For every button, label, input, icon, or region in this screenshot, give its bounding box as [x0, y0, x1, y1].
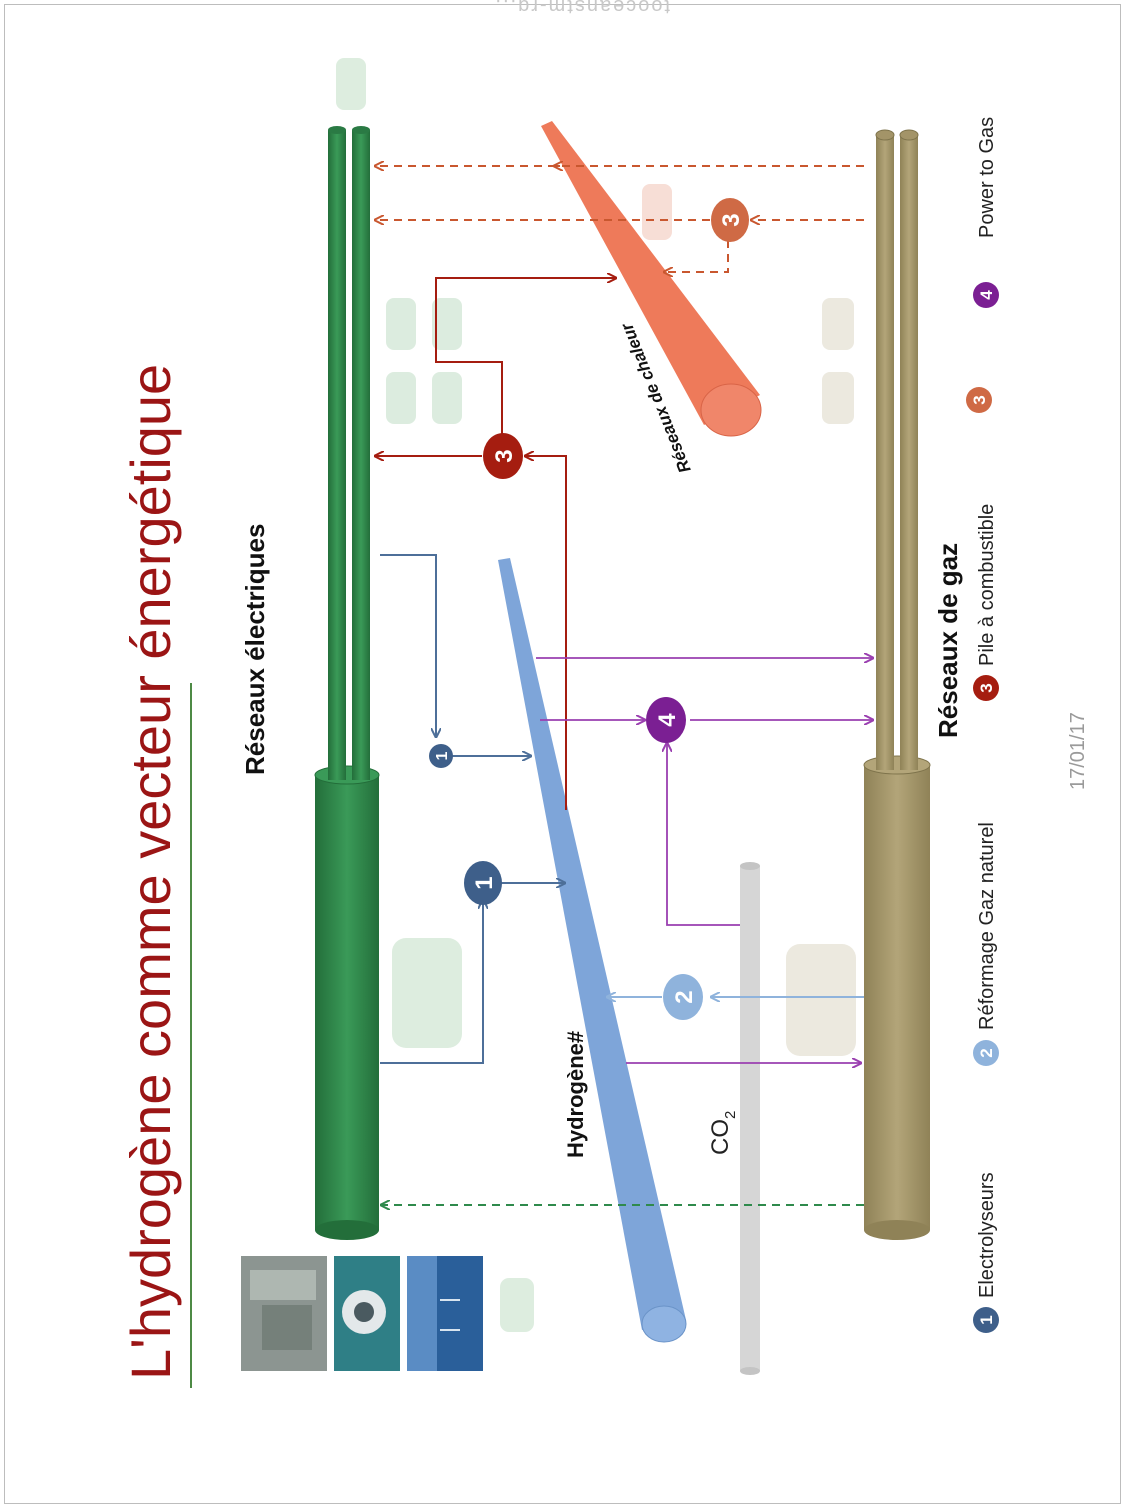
photo-wind-farm: [407, 1256, 483, 1371]
legend-item-heat-fuel-cell: 3: [966, 387, 992, 413]
svg-text:3: 3: [970, 395, 989, 404]
legend-label-fuel-cell: Pile à combustible: [976, 504, 998, 666]
svg-text:3: 3: [718, 213, 745, 226]
legend-item-power-to-gas: 4 Power to Gas: [973, 117, 999, 308]
svg-text:4: 4: [977, 290, 996, 300]
fuel-cell-flows: [376, 278, 615, 810]
slide-frame: [4, 4, 1121, 1504]
legend-label-power-to-gas: Power to Gas: [976, 117, 998, 238]
gas-network-label: Réseaux de gaz: [933, 543, 963, 738]
power-to-gas-flows: [536, 658, 872, 1063]
photo-turbine: [334, 1256, 400, 1371]
electrolyser-flows: [380, 554, 564, 1064]
legend: 1 Electrolyseurs 2 Réformage Gaz naturel…: [966, 117, 999, 1333]
heat-fuel-cell-badge: 3: [711, 198, 749, 242]
co2-pipe: [740, 862, 760, 1375]
legend-item-fuel-cell: 3 Pile à combustible: [973, 504, 999, 701]
reforming-badge: 2: [663, 974, 703, 1020]
svg-text:1: 1: [434, 751, 451, 760]
svg-text:1: 1: [471, 876, 498, 889]
legend-item-reforming: 2 Réformage Gaz naturel: [973, 822, 999, 1066]
faded-gas-storage: [786, 298, 856, 1056]
legend-item-electrolysers: 1 Electrolyseurs: [973, 1172, 999, 1333]
slide-date: 17/01/17: [1067, 712, 1089, 790]
svg-text:4: 4: [654, 713, 681, 727]
gas-network-pipe: [863, 129, 931, 1240]
hydrogen-pipe: [498, 558, 687, 1343]
co2-label: CO2: [707, 1111, 739, 1155]
photo-nuclear: [241, 1256, 327, 1371]
fuel-cell-badge: 3: [483, 433, 523, 479]
svg-text:2: 2: [671, 990, 698, 1003]
svg-text:3: 3: [977, 683, 996, 692]
electric-network-label: Réseaux électriques: [240, 524, 270, 775]
legend-label-reforming: Réformage Gaz naturel: [976, 822, 998, 1030]
faded-storage: [336, 58, 534, 1332]
power-to-gas-badge: 4: [646, 697, 686, 743]
electric-network-pipe: [314, 126, 380, 1240]
svg-text:1: 1: [977, 1315, 996, 1324]
hydrogen-label: Hydrogène#: [563, 1031, 588, 1158]
legend-label-electrolysers: Electrolyseurs: [976, 1172, 998, 1298]
svg-text:2: 2: [977, 1048, 996, 1057]
electrolyser-badge-small: 1: [429, 744, 453, 768]
svg-text:3: 3: [491, 449, 518, 462]
heat-dashed-flows: [376, 166, 864, 272]
heat-network-pipe: [541, 121, 762, 437]
faded-heat-storage: [642, 184, 672, 240]
electrolyser-badge: 1: [464, 861, 502, 905]
slide-title: L'hydrogène comme vecteur énergétique: [119, 364, 182, 1380]
